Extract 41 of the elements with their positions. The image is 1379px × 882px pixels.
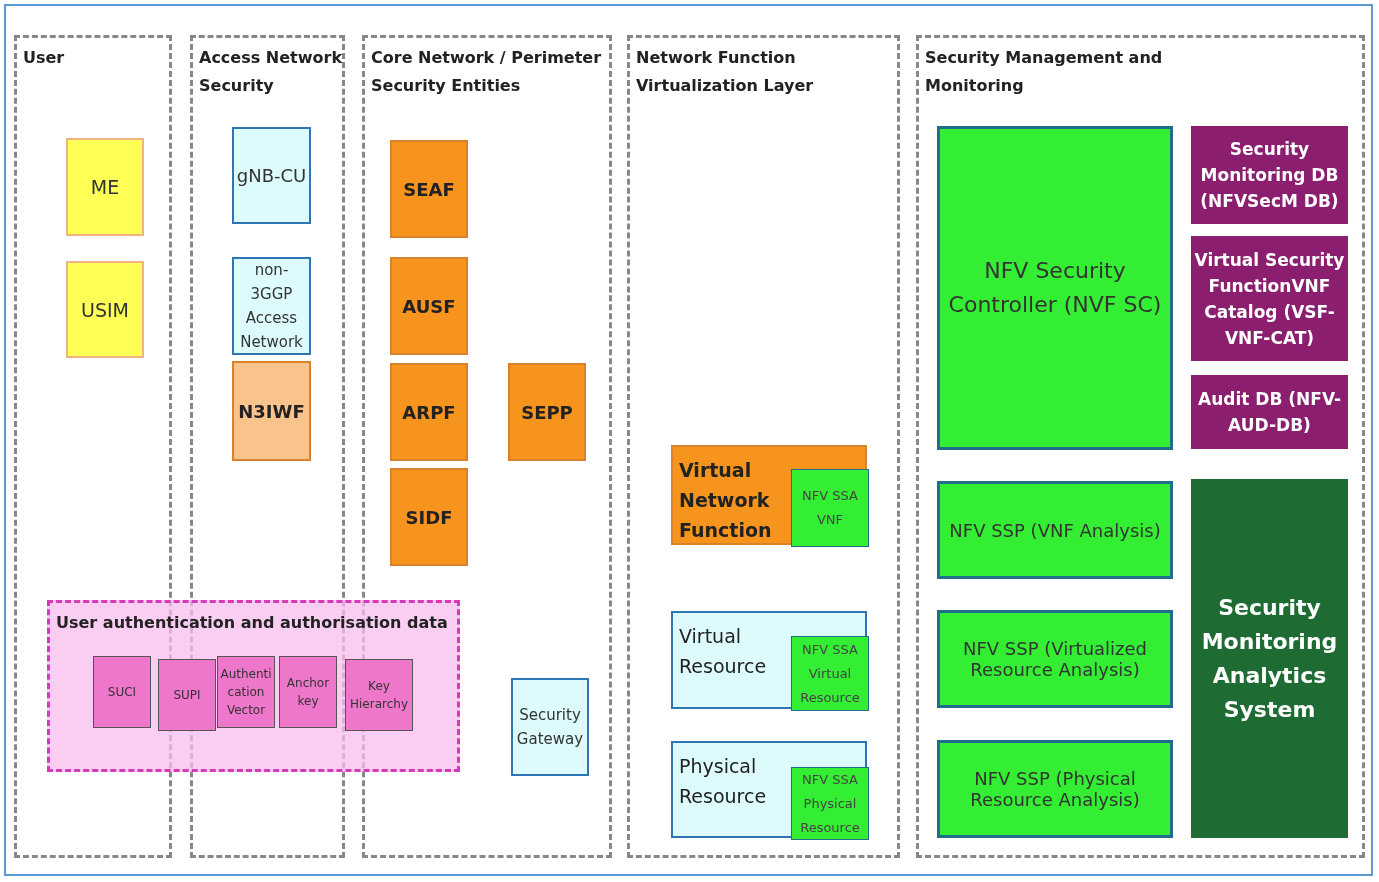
box-label: Virtual Resource bbox=[679, 624, 768, 679]
component-box: Authentication Vector bbox=[217, 656, 275, 728]
panel-heading: Core Network / Perimeter Security Entities bbox=[371, 47, 603, 97]
component-box: Key Hierarchy bbox=[345, 659, 413, 731]
component-box: SEPP bbox=[508, 363, 586, 461]
component-box: NFV SSA Physical Resource bbox=[791, 767, 869, 840]
component-box: USIM bbox=[66, 261, 144, 358]
component-box: NFV SSA Virtual Resource bbox=[791, 636, 869, 711]
component-box: SEAF bbox=[390, 140, 468, 238]
panel-heading: User bbox=[23, 47, 66, 69]
panel-heading: User authentication and authorisation data bbox=[56, 612, 448, 634]
box-label: Physical Resource bbox=[679, 754, 768, 809]
component-box: non-3GGP Access Network bbox=[232, 257, 311, 355]
component-box: N3IWF bbox=[232, 361, 311, 461]
component-box: SUCI bbox=[93, 656, 151, 728]
component-box: AUSF bbox=[390, 257, 468, 355]
component-box: NFV SSP (Physical Resource Analysis) bbox=[937, 740, 1173, 838]
column-panel bbox=[627, 35, 900, 858]
component-box: SIDF bbox=[390, 468, 468, 566]
column-panel bbox=[916, 35, 1365, 858]
group-box bbox=[671, 611, 867, 709]
component-box: gNB-CU bbox=[232, 127, 311, 224]
component-box: NFV Security Controller (NVF SC) bbox=[937, 126, 1173, 450]
component-box: SUPI bbox=[158, 659, 216, 731]
panel-heading: Network Function Virtualization Layer bbox=[636, 47, 815, 97]
component-box: Security Monitoring DB (NFVSecM DB) bbox=[1191, 126, 1348, 224]
panel-heading: Security Management and Monitoring bbox=[925, 47, 1164, 97]
panel-heading: Access Network Security bbox=[199, 47, 343, 97]
component-box: Security Gateway bbox=[511, 678, 589, 776]
function-box bbox=[671, 445, 867, 545]
component-box: ME bbox=[66, 138, 144, 236]
component-box: Virtual Security FunctionVNF Catalog (VSF-VNF-CAT) bbox=[1191, 236, 1348, 361]
component-box: Security Monitoring Analytics System bbox=[1191, 479, 1348, 838]
group-box bbox=[671, 741, 867, 838]
component-box: Audit DB (NFV-AUD-DB) bbox=[1191, 375, 1348, 449]
component-box: NFV SSP (Virtualized Resource Analysis) bbox=[937, 610, 1173, 708]
component-box: ARPF bbox=[390, 363, 468, 461]
component-box: NFV SSP (VNF Analysis) bbox=[937, 481, 1173, 579]
component-box: Anchor key bbox=[279, 656, 337, 728]
component-box: NFV SSA VNF bbox=[791, 469, 869, 547]
box-label: Virtual Network Function bbox=[679, 458, 773, 543]
